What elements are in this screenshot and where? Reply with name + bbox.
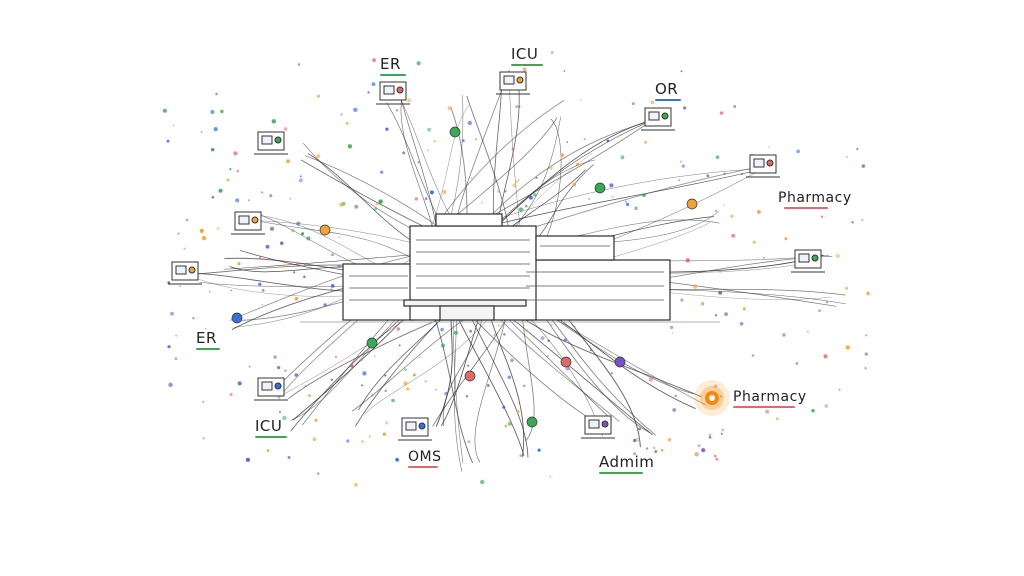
dept-label-oms: OMS [408,449,442,468]
er-equipment-icon [376,81,410,105]
scanner-icon [231,211,265,235]
dept-label-er-top: ER [380,55,406,76]
dept-label-icu-top: ICU [511,45,543,66]
icu-monitor-icon [496,71,530,95]
lab-station-icon [791,249,825,273]
dept-label-pharmacy-top: Pharmacy [778,190,852,209]
scatter-dots [162,51,870,487]
ambulance-icon [168,261,202,285]
er-bed-icon [254,377,288,401]
junction-nodes [231,126,698,428]
ward-cart-icon [254,131,288,155]
dept-label-icu-left: ICU [255,417,287,438]
pharmacy-cabinet-icon [746,154,780,178]
dept-label-or: OR [655,80,681,101]
or-clock-icon [641,107,675,131]
admin-computer-icon [581,415,615,439]
hospital-building-icon [300,213,720,323]
oms-desk-icon [398,417,432,441]
dept-label-pharmacy-right: Pharmacy [733,389,807,408]
dept-label-admim: Admim [599,453,654,474]
pharmacy-highlight-node [694,380,730,416]
dept-label-er-left: ER [196,329,220,350]
